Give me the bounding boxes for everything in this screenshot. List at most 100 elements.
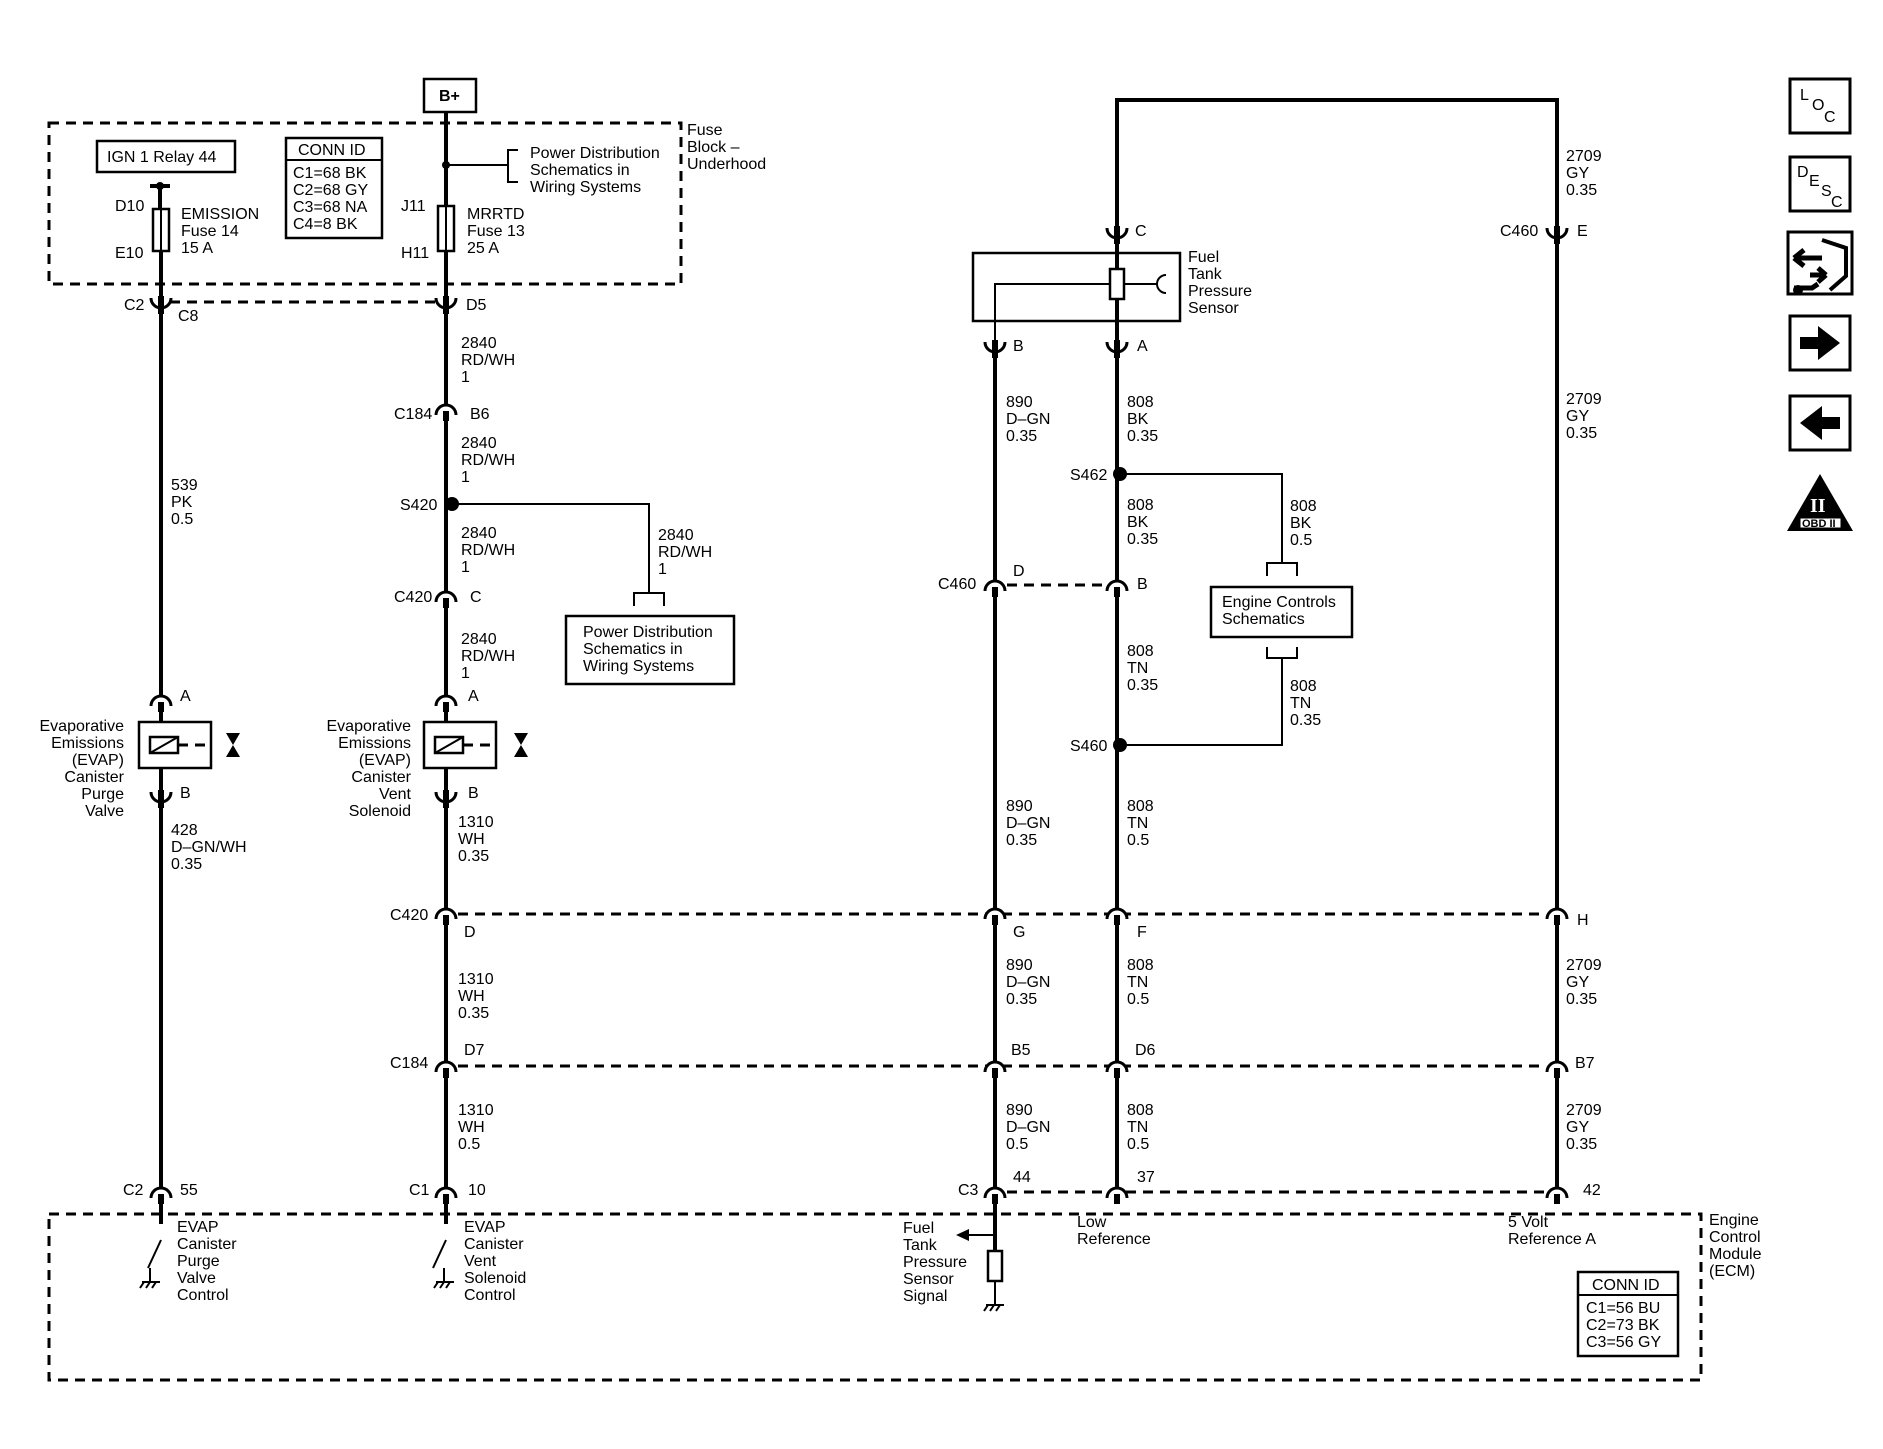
desc-letter: D bbox=[1797, 164, 1809, 181]
arrow-left-icon bbox=[1800, 406, 1840, 440]
purge-control-label: EVAP bbox=[177, 1219, 219, 1236]
connector-arc-icon bbox=[149, 694, 173, 707]
wire-label: PK bbox=[171, 494, 193, 511]
wire-label: GY bbox=[1566, 974, 1589, 991]
connector-arc-icon bbox=[983, 1186, 1007, 1199]
c2-conn: C2 bbox=[124, 297, 145, 314]
loc-button[interactable]: L O C bbox=[1788, 77, 1852, 135]
conn-id-line: C2=68 GY bbox=[293, 182, 368, 199]
wire-label: 0.35 bbox=[1566, 1136, 1597, 1153]
purge-valve-label: Canister bbox=[64, 769, 124, 786]
fuel-tank-pressure-sensor bbox=[971, 251, 1182, 323]
s420-label: S420 bbox=[400, 497, 437, 514]
ecm-module: Engine Control Module (ECM) EVAP Caniste… bbox=[47, 1198, 1762, 1382]
fuse-block-title-1: Fuse bbox=[687, 122, 723, 139]
wire-label: RD/WH bbox=[658, 544, 712, 561]
wire-label: TN bbox=[1127, 815, 1148, 832]
ecm-outline bbox=[47, 1212, 1703, 1382]
c420-pin-f: F bbox=[1137, 924, 1147, 941]
pd-ref-text: Power Distribution bbox=[530, 145, 660, 162]
vent-control-label: Solenoid bbox=[464, 1270, 526, 1287]
c420-mid-conn: C420 bbox=[390, 907, 428, 924]
wire-label: 808 bbox=[1290, 678, 1317, 695]
wire-label: 2709 bbox=[1566, 957, 1602, 974]
fuse14-pin-bottom: E10 bbox=[115, 245, 144, 262]
c420-pin-h: H bbox=[1577, 912, 1589, 929]
c460-conn: C460 bbox=[1500, 223, 1538, 240]
purge-valve-label: Emissions bbox=[51, 735, 124, 752]
wire-label: 0.35 bbox=[1006, 991, 1037, 1008]
purge-pin-a: A bbox=[180, 688, 191, 705]
sensor-label: Tank bbox=[1188, 266, 1223, 283]
wire-label: 0.35 bbox=[1127, 677, 1158, 694]
vent-control-label: Canister bbox=[464, 1236, 524, 1253]
s462-label: S462 bbox=[1070, 467, 1107, 484]
wire-label: TN bbox=[1290, 695, 1311, 712]
ecm-c3-pin42: 42 bbox=[1583, 1182, 1601, 1199]
wire-label: TN bbox=[1127, 1119, 1148, 1136]
purge-valve-label: Purge bbox=[81, 786, 124, 803]
wire-label: D–GN/WH bbox=[171, 839, 247, 856]
wire-label: 2840 bbox=[461, 435, 497, 452]
wire-label: 1 bbox=[658, 561, 667, 578]
c420-conn: C420 bbox=[394, 589, 432, 606]
c8-pin: C8 bbox=[178, 308, 199, 325]
connector-arc-icon bbox=[1105, 1060, 1129, 1073]
wire-label: 0.5 bbox=[1127, 991, 1149, 1008]
fuse-block-title-3: Underhood bbox=[687, 156, 766, 173]
desc-button[interactable]: D E S C bbox=[1788, 155, 1852, 213]
sensor-pin-b: B bbox=[1013, 338, 1024, 355]
ecm-conn-id-line: C2=73 BK bbox=[1586, 1317, 1660, 1334]
c184-pin-b7: B7 bbox=[1575, 1055, 1595, 1072]
wire-label: BK bbox=[1127, 514, 1149, 531]
connector-arc-icon bbox=[434, 1186, 458, 1199]
loc-letter: L bbox=[1800, 87, 1809, 104]
loc-letter: C bbox=[1824, 109, 1836, 126]
c184-low-conn: C184 bbox=[390, 1055, 428, 1072]
ecm-c3: C3 bbox=[958, 1182, 979, 1199]
wire-label: 0.35 bbox=[1127, 531, 1158, 548]
c420-pin-d: D bbox=[464, 924, 476, 941]
conn-id-table-ecm bbox=[1576, 1270, 1680, 1358]
ecm-c1-pin: 10 bbox=[468, 1182, 486, 1199]
wire-label: GY bbox=[1566, 165, 1589, 182]
s460-label: S460 bbox=[1070, 738, 1107, 755]
ign1-relay-box bbox=[95, 139, 237, 174]
obd-ii-button[interactable]: II OBD II bbox=[1787, 474, 1853, 531]
ecm-c3-pin44: 44 bbox=[1013, 1169, 1031, 1186]
connector-end-view-button[interactable] bbox=[1786, 230, 1854, 296]
c184-conn: C184 bbox=[394, 406, 432, 423]
wire-label: 890 bbox=[1006, 394, 1033, 411]
valve-symbol-icon bbox=[226, 733, 240, 745]
wire-label: 2709 bbox=[1566, 148, 1602, 165]
next-page-button[interactable] bbox=[1788, 314, 1852, 372]
wire-label: 0.35 bbox=[1006, 428, 1037, 445]
vent-control-label: Control bbox=[464, 1287, 516, 1304]
wire-label: BK bbox=[1290, 515, 1312, 532]
ecm-c2-pin: 55 bbox=[180, 1182, 198, 1199]
fuse14-label: Fuse 14 bbox=[181, 223, 239, 240]
c460-mid-conn: C460 bbox=[938, 576, 976, 593]
bplus-box bbox=[422, 77, 478, 114]
wire-label: D–GN bbox=[1006, 974, 1050, 991]
low-ref-label: Reference bbox=[1077, 1231, 1151, 1248]
wire-label: WH bbox=[458, 988, 485, 1005]
wire-label: 808 bbox=[1127, 497, 1154, 514]
vent-solenoid-label: Canister bbox=[351, 769, 411, 786]
ecm-conn-id-title: CONN ID bbox=[1592, 1277, 1660, 1294]
wire-label: 428 bbox=[171, 822, 198, 839]
wire-label: 0.5 bbox=[1127, 1136, 1149, 1153]
wire-label: D–GN bbox=[1006, 411, 1050, 428]
arrow-right-icon bbox=[1800, 326, 1840, 360]
wire-label: 808 bbox=[1127, 394, 1154, 411]
desc-letter: C bbox=[1831, 194, 1843, 211]
ecm-conn-id-line: C1=56 BU bbox=[1586, 1300, 1660, 1317]
wire-label: 2709 bbox=[1566, 391, 1602, 408]
connector-arc-icon bbox=[983, 907, 1007, 920]
purge-control-label: Control bbox=[177, 1287, 229, 1304]
fts-signal-label: Sensor bbox=[903, 1271, 954, 1288]
previous-page-button[interactable] bbox=[1788, 394, 1852, 452]
fuse13-pin-bottom: H11 bbox=[401, 245, 429, 262]
wire-label: 1 bbox=[461, 369, 470, 386]
wire-label: 890 bbox=[1006, 1102, 1033, 1119]
